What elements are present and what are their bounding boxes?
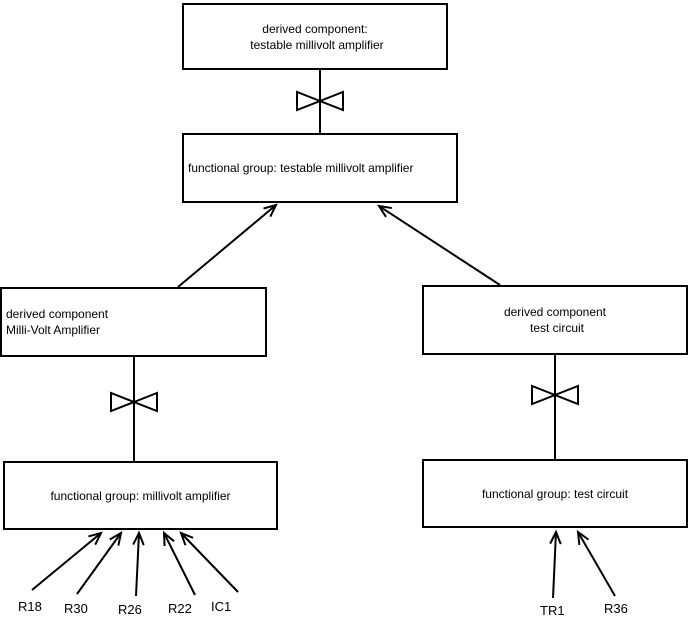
leaf-label-r36[interactable]: R36: [604, 601, 628, 616]
arrow-shaft-arrow-test-circuit-to-testable-fg: [378, 205, 501, 286]
arrow-head-arrow-mv-amp-to-testable-fg: [263, 203, 278, 218]
node-box-derived-test-circuit[interactable]: [422, 285, 688, 355]
leaf-label-r22[interactable]: R22: [168, 601, 192, 616]
arrow-shaft-arrow-ic1: [180, 532, 239, 593]
node-box-fg-millivolt-amplifier[interactable]: [3, 461, 278, 530]
arrow-head-arrow-r36: [576, 529, 590, 546]
arrow-arrow-ic1: [179, 531, 239, 593]
arrow-shaft-arrow-r22: [163, 532, 196, 596]
arrow-shaft-arrow-r36: [577, 531, 616, 597]
arrow-head-arrow-r22: [162, 530, 175, 547]
bowtie-left-wing-bowtie-top: [296, 90, 323, 112]
arrow-layer: [31, 203, 616, 599]
arrow-arrow-mv-amp-to-testable-fg: [177, 203, 278, 288]
bowtie-left-wing-bowtie-left: [110, 391, 137, 413]
arrow-head-arrow-r18: [88, 531, 103, 546]
arrow-head-arrow-ic1: [179, 531, 194, 546]
arrow-shaft-arrow-mv-amp-to-testable-fg: [177, 204, 277, 288]
arrow-arrow-test-circuit-to-testable-fg: [376, 204, 501, 286]
arrow-arrow-r26: [132, 530, 145, 597]
leaf-label-r30[interactable]: R30: [64, 601, 88, 616]
bowtie-left-wing-bowtie-right: [531, 384, 558, 406]
node-box-derived-milli-volt-amplifier[interactable]: [0, 287, 267, 357]
arrow-arrow-r30: [76, 531, 123, 595]
arrow-shaft-arrow-r26: [135, 532, 140, 597]
arrow-shaft-arrow-tr1: [552, 531, 557, 599]
connector-layer: [110, 70, 579, 461]
arrow-shaft-arrow-r18: [31, 532, 102, 591]
node-box-fg-test-circuit[interactable]: [422, 459, 688, 528]
arrow-arrow-tr1: [549, 529, 562, 599]
arrow-arrow-r18: [31, 531, 103, 591]
leaf-label-tr1[interactable]: TR1: [540, 603, 565, 618]
leaf-label-r18[interactable]: R18: [18, 599, 42, 614]
bowtie-right-wing-bowtie-left: [131, 391, 158, 413]
arrow-head-arrow-tr1: [549, 529, 562, 545]
bowtie-right-wing-bowtie-right: [552, 384, 579, 406]
bowtie-right-wing-bowtie-top: [317, 90, 344, 112]
arrow-arrow-r22: [162, 530, 196, 596]
node-box-derived-testable-millivolt-amplifier[interactable]: [182, 3, 448, 70]
leaf-label-ic1[interactable]: IC1: [211, 599, 232, 614]
arrow-shaft-arrow-r30: [76, 532, 122, 595]
arrow-head-arrow-test-circuit-to-testable-fg: [376, 204, 392, 218]
arrow-head-arrow-r26: [132, 530, 145, 546]
leaf-label-r26[interactable]: R26: [118, 602, 142, 617]
node-box-fg-testable-millivolt-amplifier[interactable]: [182, 133, 458, 203]
arrow-head-arrow-r30: [109, 531, 123, 546]
arrow-arrow-r36: [576, 529, 616, 597]
node-layer: [0, 3, 688, 530]
